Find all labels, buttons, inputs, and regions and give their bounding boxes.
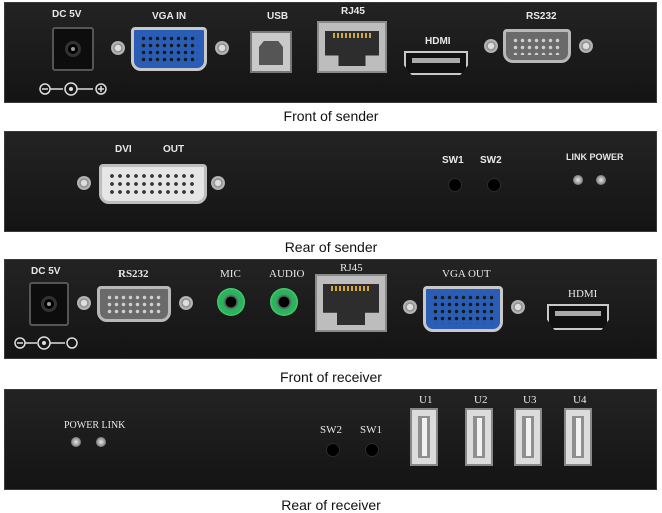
usb-a-port-u1[interactable] (410, 408, 438, 466)
hdmi-port[interactable] (404, 51, 468, 75)
caption-front-of-sender: Front of sender (283, 108, 379, 124)
usb-a-port-u3[interactable] (514, 408, 542, 466)
audio-jack[interactable] (270, 288, 298, 316)
label-sw2: SW2 (480, 155, 502, 166)
caption-rear-of-receiver: Rear of receiver (281, 497, 381, 513)
label-sw2-receiver: SW2 (320, 424, 342, 436)
vga-out-port[interactable] (423, 286, 503, 332)
label-rs232: RS232 (526, 11, 557, 22)
label-u1: U1 (419, 394, 433, 406)
panel-rear-of-receiver: POWER LINK SW2 SW1 U1 U2 U3 U4 (4, 389, 657, 490)
led-power (596, 175, 606, 185)
led-link (573, 175, 583, 185)
vga-out-screw-left (403, 300, 417, 314)
label-rj45-receiver: RJ45 (340, 262, 363, 274)
label-vga-out: VGA OUT (442, 268, 491, 280)
dc-power-jack[interactable] (52, 27, 94, 71)
label-audio: AUDIO (269, 268, 305, 280)
switch-sw2-receiver[interactable] (326, 443, 340, 457)
label-dvi: DVI (115, 144, 132, 155)
vga-screw-left (111, 41, 125, 55)
label-u4: U4 (573, 394, 587, 406)
rs232-port[interactable] (503, 29, 571, 63)
label-dc-5v: DC 5V (52, 9, 82, 20)
rs232-receiver-port[interactable] (97, 286, 171, 322)
panel-front-of-receiver: DC 5V RS232 MIC AUDIO RJ45 VGA OUT HDMI (4, 259, 657, 359)
dc-power-jack-receiver[interactable] (29, 282, 69, 326)
caption-rear-of-sender: Rear of sender (284, 239, 378, 255)
label-rj45: RJ45 (341, 6, 365, 17)
usb-a-port-u4[interactable] (564, 408, 592, 466)
led-power-receiver (71, 437, 81, 447)
switch-sw1-receiver[interactable] (365, 443, 379, 457)
dvi-out-port[interactable] (99, 164, 207, 204)
label-u2: U2 (474, 394, 488, 406)
panel-front-of-sender: DC 5V VGA IN USB RJ45 HDMI RS232 (4, 2, 657, 103)
label-u3: U3 (523, 394, 537, 406)
label-rs232-receiver: RS232 (118, 268, 149, 280)
usb-b-port[interactable] (250, 31, 292, 73)
label-hdmi-receiver: HDMI (568, 288, 598, 300)
label-dc-5v-receiver: DC 5V (31, 266, 61, 277)
label-power-link: POWER LINK (64, 420, 126, 431)
led-link-receiver (96, 437, 106, 447)
dvi-screw-left (77, 176, 91, 190)
dc-polarity-icon (14, 336, 78, 350)
label-out: OUT (163, 144, 185, 155)
switch-sw2[interactable] (487, 178, 501, 192)
vga-in-port[interactable] (131, 27, 207, 71)
rj45-receiver-port[interactable] (315, 274, 387, 332)
usb-a-port-u2[interactable] (465, 408, 493, 466)
label-sw1: SW1 (442, 155, 464, 166)
label-hdmi: HDMI (425, 36, 451, 47)
rj45-port[interactable] (317, 21, 387, 73)
mic-jack[interactable] (217, 288, 245, 316)
caption-front-of-receiver: Front of receiver (280, 369, 382, 385)
vga-screw-right (215, 41, 229, 55)
switch-sw1[interactable] (448, 178, 462, 192)
label-sw1-receiver: SW1 (360, 424, 382, 436)
label-mic: MIC (220, 268, 241, 280)
label-vga-in: VGA IN (152, 11, 187, 22)
panel-rear-of-sender: DVI OUT SW1 SW2 LINK POWER (4, 131, 657, 232)
dc-polarity-icon (39, 82, 107, 96)
rs232-screw-right (579, 39, 593, 53)
dvi-screw-right (211, 176, 225, 190)
label-link-power: LINK POWER (566, 152, 624, 162)
rs232-screw-left (484, 39, 498, 53)
hdmi-receiver-port[interactable] (547, 304, 609, 330)
rs232-receiver-screw-left (77, 296, 91, 310)
label-usb: USB (267, 11, 289, 22)
vga-out-screw-right (511, 300, 525, 314)
rs232-receiver-screw-right (179, 296, 193, 310)
